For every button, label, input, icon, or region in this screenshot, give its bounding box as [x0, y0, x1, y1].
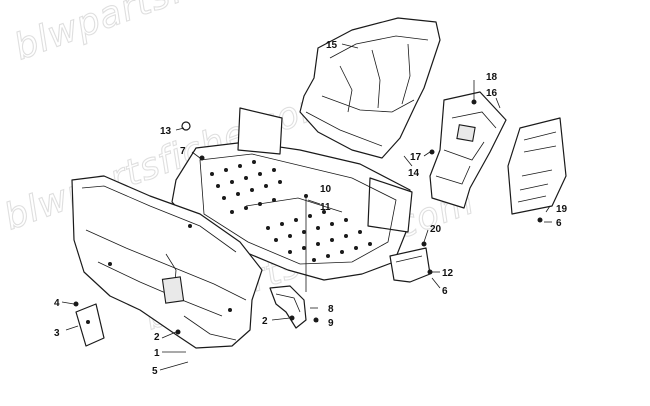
callout-6-mid: 6 — [442, 286, 448, 297]
callout-2-left: 2 — [154, 332, 160, 343]
callout-12: 12 — [442, 268, 454, 279]
callout-6-right: 6 — [556, 218, 562, 229]
callout-3: 3 — [54, 328, 60, 339]
callout-14: 14 — [408, 168, 420, 179]
callout-8: 8 — [328, 304, 334, 315]
part-3-bracket — [75, 303, 105, 347]
callout-4: 4 — [54, 298, 60, 309]
callout-20: 20 — [430, 224, 442, 235]
callout-7: 7 — [180, 146, 186, 157]
fastener-13-plug — [181, 121, 191, 131]
part-1-front-panel — [71, 175, 263, 349]
fastener-20 — [421, 241, 427, 247]
fastener-7 — [199, 155, 205, 161]
fastener-18 — [471, 99, 477, 105]
callout-5: 5 — [152, 366, 158, 377]
fastener-17 — [429, 149, 435, 155]
fastener-6b — [537, 217, 543, 223]
watermark-text-top: blwpartsfiche.com — [9, 0, 350, 68]
callout-11: 11 — [320, 202, 331, 213]
part-8-mounting-bracket — [269, 285, 307, 329]
callout-19: 19 — [556, 204, 568, 215]
leader-lines — [61, 43, 552, 371]
part-15-hood-cover — [299, 17, 441, 159]
callout-15: 15 — [326, 40, 338, 51]
callout-9: 9 — [328, 318, 334, 329]
floor-perforations — [210, 160, 372, 262]
callout-16: 16 — [486, 88, 498, 99]
part-19-vent-panel — [507, 117, 567, 215]
callout-13: 13 — [160, 126, 172, 137]
fastener-6a — [427, 269, 433, 275]
fastener-2b — [289, 315, 295, 321]
fastener-4 — [73, 301, 79, 307]
callout-18: 18 — [486, 72, 498, 83]
part-12-cover-plate — [389, 247, 431, 283]
callout-1: 1 — [154, 348, 160, 359]
callout-10: 10 — [320, 184, 332, 195]
part-16-side-panel — [429, 91, 507, 209]
fastener-2a — [175, 329, 181, 335]
callout-17: 17 — [410, 152, 422, 163]
callout-numbers: 15 18 16 13 7 17 14 10 11 19 6 20 12 6 4… — [54, 40, 568, 377]
callout-2-center: 2 — [262, 316, 268, 327]
